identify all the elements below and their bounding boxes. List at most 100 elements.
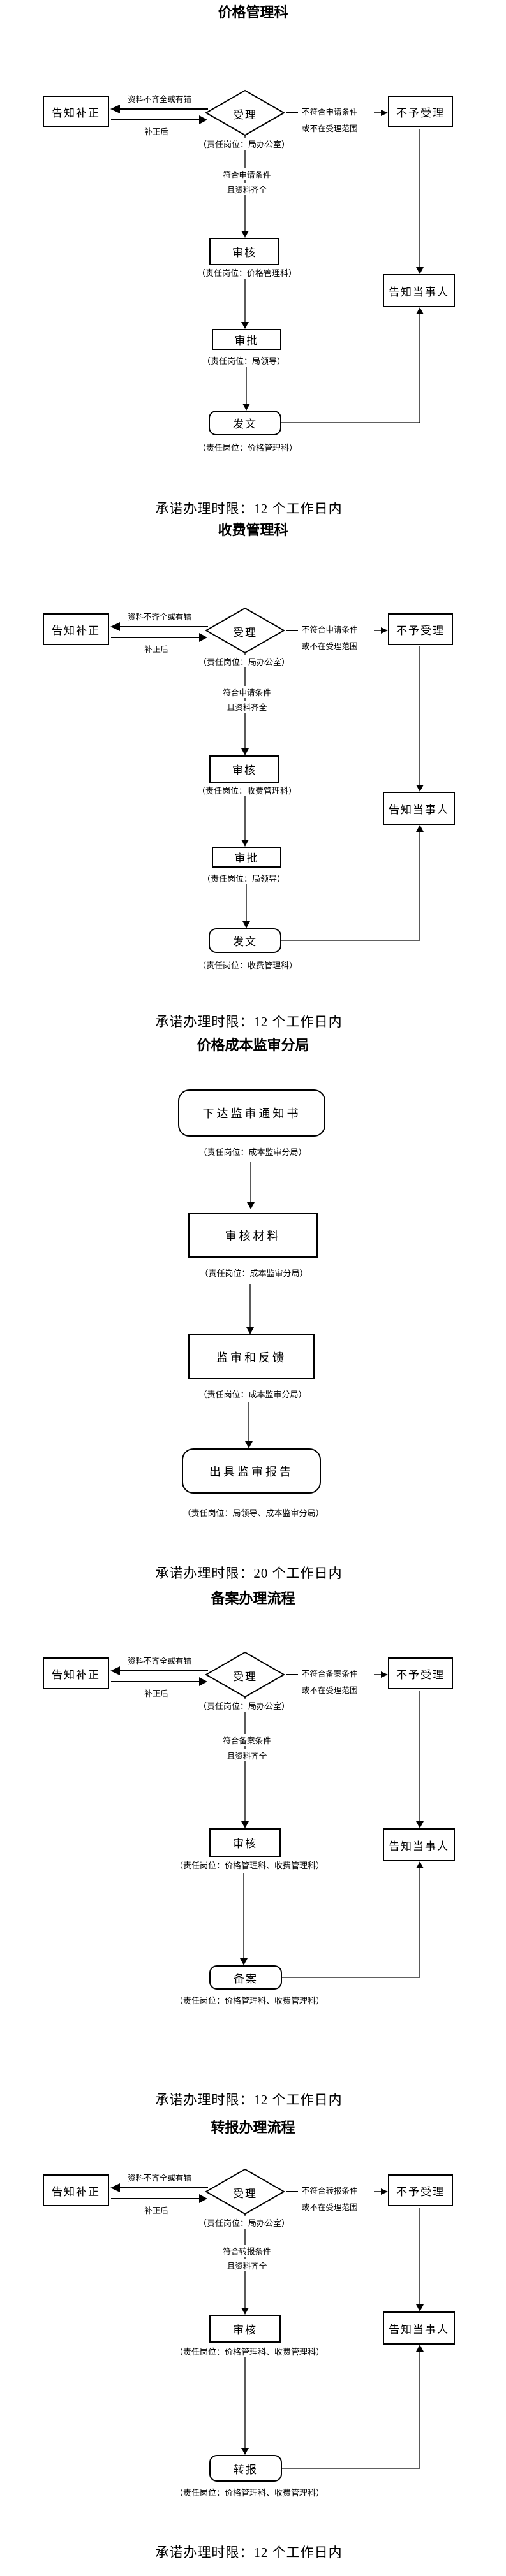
section-footer: 承诺办理时限：20 个工作日内 — [155, 1566, 343, 1581]
node-reject: 不予受理 — [388, 1657, 453, 1689]
arrowhead — [245, 1441, 253, 1448]
node-inform-party: 告知当事人 — [383, 2311, 455, 2345]
accept-diamond-shape — [204, 607, 286, 654]
label-fail-condition-line2: 或不在受理范围 — [302, 1686, 358, 1695]
flowchart-section-4: 备案办理流程 告知补正 受理 不予受理 告知当事人 审核 备案 资料不齐全或有错… — [0, 1585, 506, 2114]
node-reject: 不予受理 — [388, 96, 453, 127]
arrowhead — [416, 785, 424, 792]
resp-label-approve: （责任岗位：局领导） — [185, 354, 302, 367]
arrowhead — [242, 921, 250, 928]
node-notify-correction: 告知补正 — [43, 96, 109, 127]
arrowhead — [416, 825, 424, 832]
arrowhead — [110, 2183, 120, 2192]
node-accept-decision: 受理 — [233, 109, 257, 121]
node-accept-decision: 受理 — [233, 2188, 257, 2200]
node-issue-notice: 下达监审通知书 — [178, 1089, 325, 1137]
section-footer: 承诺办理时限：12 个工作日内 — [155, 2545, 343, 2560]
node-review: 审核 — [209, 2315, 281, 2343]
accept-diamond-shape — [204, 89, 286, 136]
resp-label-review: （责任岗位：收费管理科） — [179, 784, 315, 796]
arrowhead — [416, 1861, 424, 1868]
label-incomplete-materials: 资料不齐全或有错 — [127, 613, 191, 622]
resp-label-step3: （责任岗位：成本监审分局） — [168, 1388, 337, 1400]
node-issue-document: 发文 — [209, 928, 281, 953]
section-title: 收费管理科 — [218, 522, 288, 538]
label-incomplete-materials: 资料不齐全或有错 — [127, 2174, 191, 2183]
node-review: 审核 — [209, 755, 279, 783]
section-title: 转报办理流程 — [211, 2120, 295, 2136]
arrowhead — [241, 2448, 249, 2455]
arrowhead — [247, 1202, 255, 1209]
node-forward-report: 转报 — [209, 2455, 282, 2482]
section-title: 价格成本监审分局 — [197, 1037, 309, 1053]
label-fail-condition-line1: 不符合申请条件 — [302, 625, 358, 634]
label-pass-condition-line2: 且资料齐全 — [219, 1749, 275, 1761]
node-notify-correction: 告知补正 — [43, 613, 109, 645]
node-reject: 不予受理 — [388, 613, 453, 645]
label-pass-condition-line1: 符合申请条件 — [214, 168, 280, 180]
flowchart-section-3: 价格成本监审分局 下达监审通知书 （责任岗位：成本监审分局） 审核材料 （责任岗… — [0, 1033, 506, 1585]
label-pass-condition-line2: 且资料齐全 — [219, 183, 275, 195]
arrowhead — [241, 231, 249, 238]
node-reject: 不予受理 — [388, 2174, 453, 2206]
arrowhead — [199, 1677, 207, 1686]
connector-wires — [110, 2168, 424, 2469]
arrowhead — [416, 2304, 424, 2311]
connector-wires — [245, 1162, 255, 1448]
connector-wires — [110, 607, 424, 941]
node-approve: 审批 — [212, 847, 281, 868]
label-fail-condition-line1: 不符合转报条件 — [302, 2187, 358, 2195]
label-pass-condition-line2: 且资料齐全 — [219, 2259, 275, 2271]
flowchart-section-2: 收费管理科 告知补正 受理 不予受理 告知当事人 审核 审批 发文 资料不齐全或… — [0, 518, 506, 1033]
resp-label-accept: （责任岗位：局办公室） — [181, 138, 308, 150]
arrowhead — [381, 627, 388, 634]
node-inform-party: 告知当事人 — [383, 792, 455, 825]
resp-label-final: （责任岗位：价格管理科） — [179, 441, 316, 453]
arrowhead — [199, 633, 207, 642]
node-notify-correction: 告知补正 — [43, 1657, 109, 1689]
node-notify-correction: 告知补正 — [43, 2174, 109, 2206]
node-issue-document: 发文 — [209, 411, 281, 435]
resp-label-accept: （责任岗位：局办公室） — [181, 655, 308, 667]
label-pass-condition-line1: 符合转报条件 — [214, 2245, 280, 2257]
node-inform-party: 告知当事人 — [383, 1828, 455, 1861]
arrowhead — [246, 1327, 254, 1334]
node-review: 审核 — [209, 238, 279, 265]
accept-diamond-shape — [204, 1651, 286, 1698]
resp-label-step1: （责任岗位：成本监审分局） — [168, 1146, 337, 1158]
resp-label-review: （责任岗位：价格管理科、收费管理科） — [143, 2345, 356, 2357]
label-fail-condition-line2: 或不在受理范围 — [302, 2203, 358, 2212]
node-accept-decision: 受理 — [233, 1671, 257, 1683]
node-filing: 备案 — [209, 1965, 282, 1990]
label-incomplete-materials: 资料不齐全或有错 — [127, 1657, 191, 1666]
resp-label-step2: （责任岗位：成本监审分局） — [170, 1267, 338, 1279]
arrowhead — [241, 1821, 249, 1828]
arrowhead — [241, 840, 249, 847]
label-fail-condition-line2: 或不在受理范围 — [302, 124, 358, 133]
arrowhead — [110, 105, 120, 113]
arrowhead — [416, 267, 424, 274]
flowchart-section-1: 价格管理科 告知补正 受理 不予受理 告知当事人 审核 审批 发文 资料不齐全或… — [0, 0, 506, 518]
arrowhead — [199, 2194, 207, 2203]
label-pass-condition-line1: 符合申请条件 — [214, 686, 280, 698]
node-review-materials: 审核材料 — [188, 1213, 318, 1258]
label-after-correction: 补正后 — [144, 2206, 168, 2215]
node-supervise-feedback: 监审和反馈 — [188, 1334, 315, 1379]
arrowhead — [381, 110, 388, 116]
arrowhead — [242, 404, 250, 411]
flowchart-section-5: 转报办理流程 告知补正 受理 不予受理 告知当事人 审核 转报 资料不齐全或有错… — [0, 2114, 506, 2576]
label-fail-condition-line1: 不符合申请条件 — [302, 108, 358, 117]
resp-label-accept: （责任岗位：局办公室） — [181, 1699, 308, 1712]
label-after-correction: 补正后 — [144, 645, 168, 654]
label-after-correction: 补正后 — [144, 127, 168, 136]
section-footer: 承诺办理时限：12 个工作日内 — [155, 2092, 343, 2107]
node-review: 审核 — [209, 1828, 281, 1857]
resp-label-review: （责任岗位：价格管理科） — [179, 266, 315, 279]
label-fail-condition-line1: 不符合备案条件 — [302, 1670, 358, 1678]
arrowhead — [381, 1671, 388, 1678]
node-inform-party: 告知当事人 — [383, 274, 455, 307]
arrowhead — [240, 1958, 248, 1965]
connector-wires — [110, 1651, 424, 1978]
resp-label-step4: （责任岗位：局领导、成本监审分局） — [137, 1506, 369, 1518]
